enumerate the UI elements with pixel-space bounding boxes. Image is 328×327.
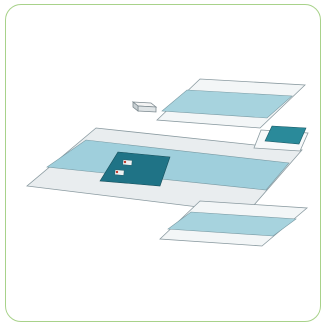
bottom-sheet-blue-band [167,211,297,237]
panel-label-dot-lower [115,170,119,174]
bottom-sheet [159,200,309,247]
tape-pack-side [132,101,139,112]
tape-pack [131,101,158,113]
main-drape-blue-band [46,139,290,191]
main-drape [26,127,303,214]
top-sheet-blue-band [161,89,293,119]
small-towel-teal-square [264,125,307,145]
tape-pack-front [137,105,157,113]
main-drape-dark-panel [99,151,171,187]
small-towel [253,125,309,152]
panel-label-dot-upper [123,160,127,164]
top-sheet [156,78,306,129]
